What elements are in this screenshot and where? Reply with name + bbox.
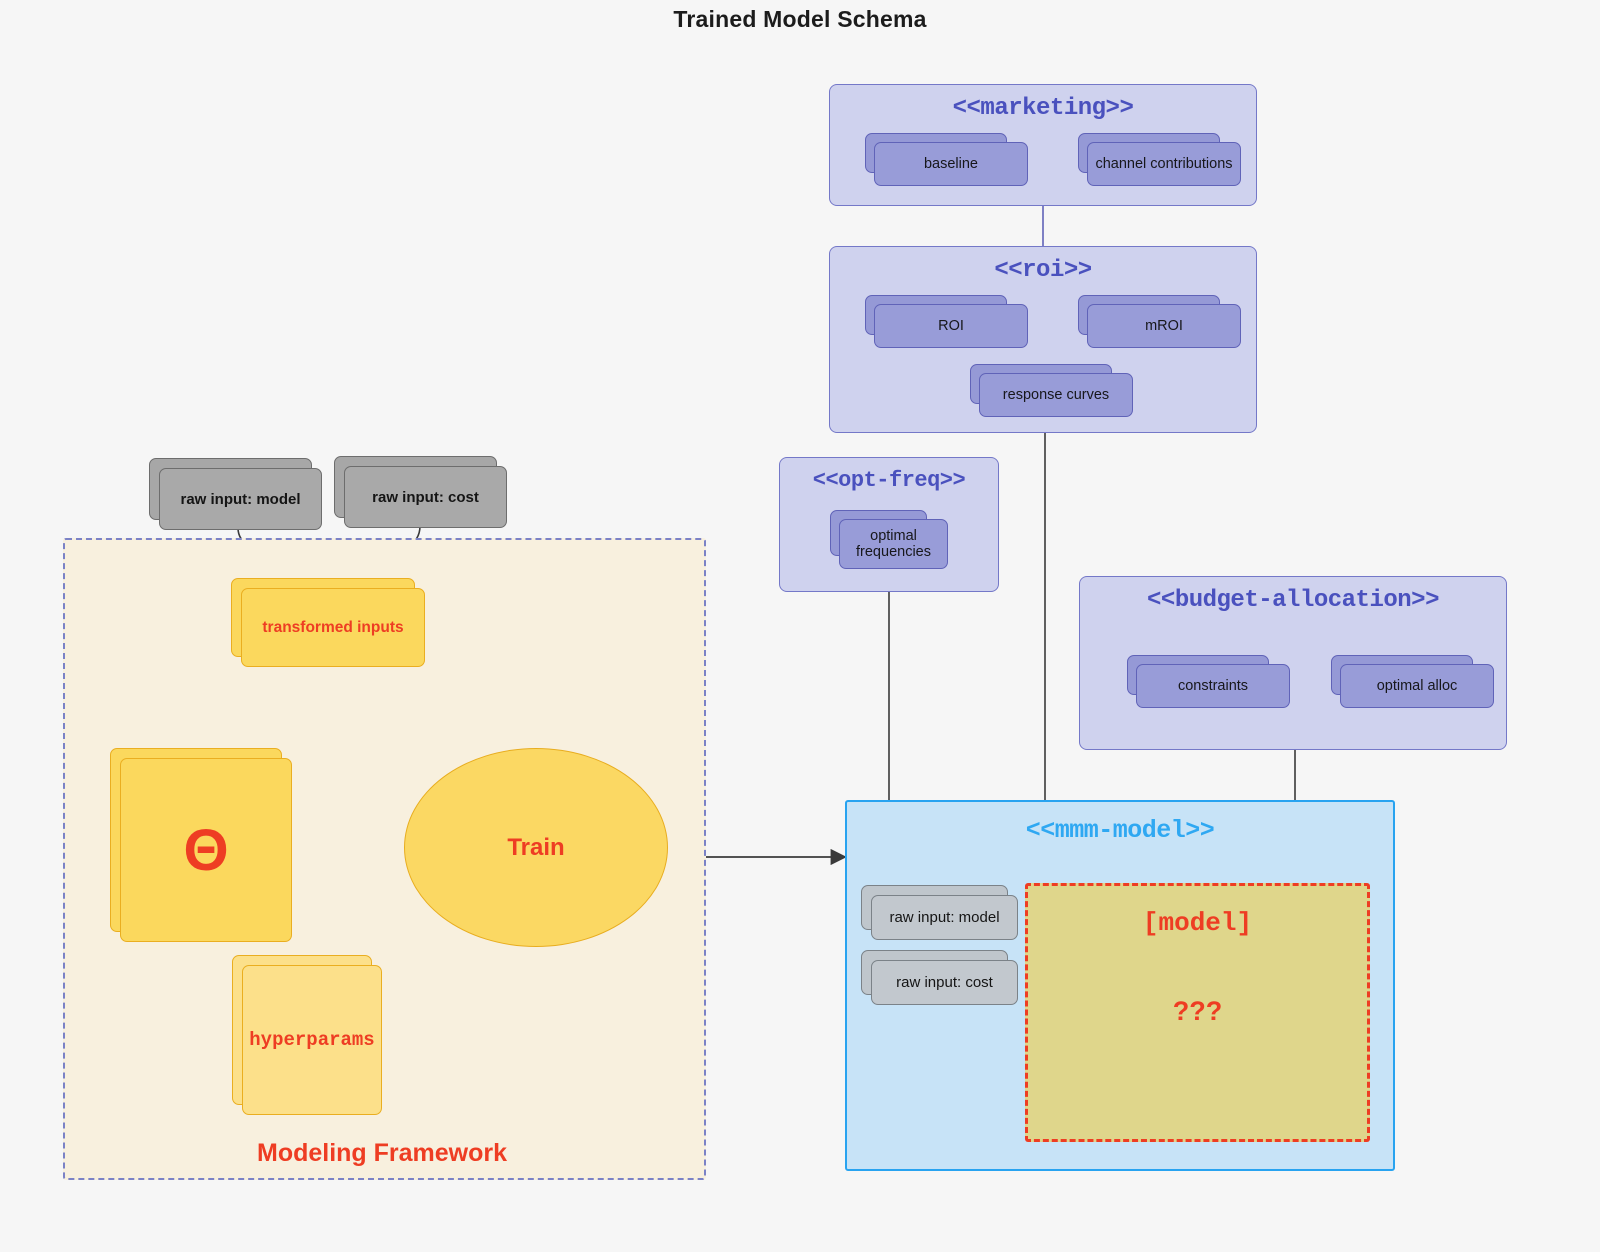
package-marketing-title: <<marketing>> xyxy=(952,95,1134,122)
train-node[interactable]: Train xyxy=(404,748,668,947)
modeling-framework-label: Modeling Framework xyxy=(257,1139,508,1167)
card-raw-input-model-label: raw input: model xyxy=(159,468,322,530)
node-optimal-alloc[interactable]: optimal alloc xyxy=(1331,655,1494,708)
node-roi-label: ROI xyxy=(874,304,1028,348)
card-theta[interactable]: Θ xyxy=(110,748,292,942)
model-placeholder-label: [model] xyxy=(1142,908,1253,938)
card-mmm-raw-input-model-label: raw input: model xyxy=(871,895,1018,940)
card-theta-label: Θ xyxy=(120,758,292,942)
node-optimal-frequencies[interactable]: optimal frequencies xyxy=(830,510,948,569)
node-response-curves[interactable]: response curves xyxy=(970,364,1133,417)
package-roi-title: <<roi>> xyxy=(994,257,1092,284)
package-budget-allocation-title: <<budget-allocation>> xyxy=(1147,587,1439,614)
package-mmm-model[interactable]: <<mmm-model>> raw input: model raw input… xyxy=(845,800,1395,1171)
card-hyperparams-label: hyperparams xyxy=(242,965,382,1115)
card-transformed-inputs[interactable]: transformed inputs xyxy=(231,578,425,667)
card-hyperparams[interactable]: hyperparams xyxy=(232,955,382,1115)
card-transformed-inputs-label: transformed inputs xyxy=(241,588,425,667)
card-mmm-raw-input-cost[interactable]: raw input: cost xyxy=(861,950,1018,1005)
train-node-label: Train xyxy=(507,833,565,861)
node-baseline[interactable]: baseline xyxy=(865,133,1028,186)
node-channel-contributions-label: channel contributions xyxy=(1087,142,1241,186)
package-budget-allocation[interactable]: <<budget-allocation>> constraints optima… xyxy=(1079,576,1507,750)
package-marketing[interactable]: <<marketing>> baseline channel contribut… xyxy=(829,84,1257,206)
card-mmm-raw-input-cost-label: raw input: cost xyxy=(871,960,1018,1005)
node-constraints[interactable]: constraints xyxy=(1127,655,1290,708)
node-constraints-label: constraints xyxy=(1136,664,1290,708)
node-roi[interactable]: ROI xyxy=(865,295,1028,348)
package-opt-freq[interactable]: <<opt-freq>> optimal frequencies xyxy=(779,457,999,592)
card-raw-input-cost-label: raw input: cost xyxy=(344,466,507,528)
node-channel-contributions[interactable]: channel contributions xyxy=(1078,133,1241,186)
node-mroi[interactable]: mROI xyxy=(1078,295,1241,348)
package-roi[interactable]: <<roi>> ROI mROI response curves xyxy=(829,246,1257,433)
card-mmm-raw-input-model[interactable]: raw input: model xyxy=(861,885,1018,940)
card-raw-input-cost[interactable]: raw input: cost xyxy=(334,456,507,528)
page-title: Trained Model Schema xyxy=(673,6,927,32)
node-baseline-label: baseline xyxy=(874,142,1028,186)
package-opt-freq-title: <<opt-freq>> xyxy=(812,468,966,493)
node-optimal-frequencies-label: optimal frequencies xyxy=(839,519,948,569)
card-raw-input-model[interactable]: raw input: model xyxy=(149,458,322,530)
model-unknown-label: ??? xyxy=(1172,996,1223,1026)
node-optimal-alloc-label: optimal alloc xyxy=(1340,664,1494,708)
node-mroi-label: mROI xyxy=(1087,304,1241,348)
package-mmm-model-title: <<mmm-model>> xyxy=(1025,816,1215,845)
node-response-curves-label: response curves xyxy=(979,373,1133,417)
model-placeholder-box[interactable]: [model] ??? xyxy=(1025,883,1370,1142)
